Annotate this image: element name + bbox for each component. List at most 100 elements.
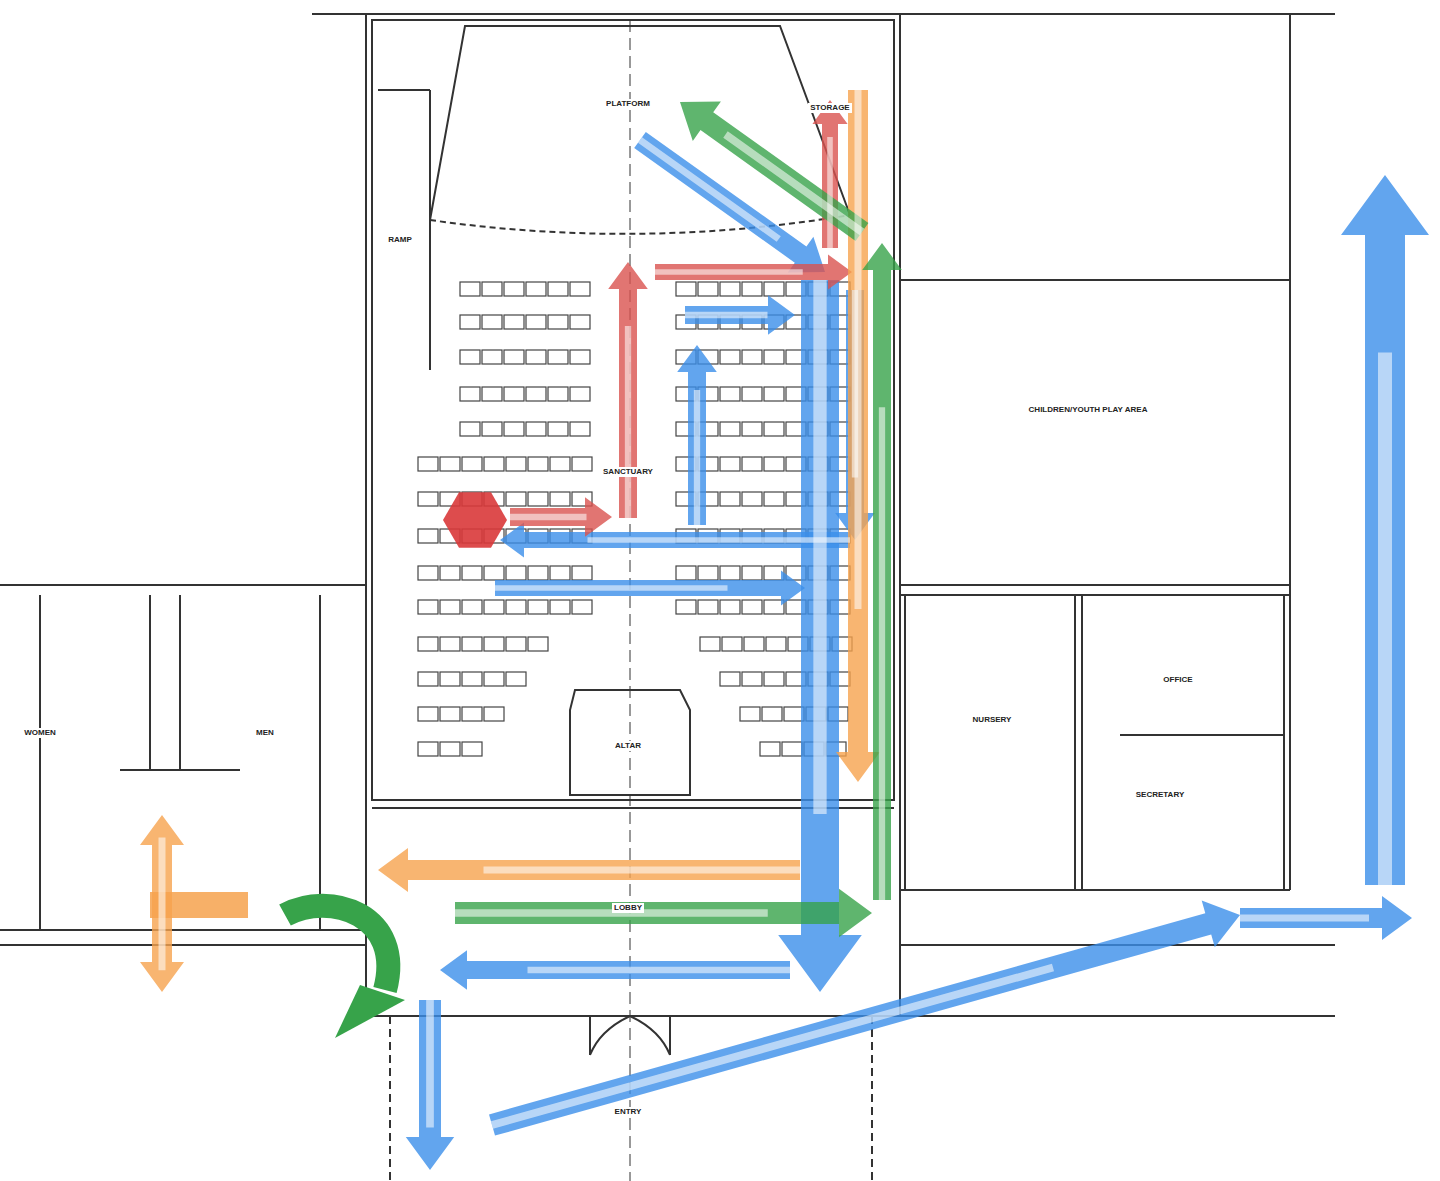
pew-seat bbox=[572, 600, 592, 614]
route-arrow bbox=[140, 815, 184, 905]
arrow-highlight bbox=[159, 838, 166, 906]
pew-seat bbox=[484, 600, 504, 614]
pew-seat bbox=[484, 457, 504, 471]
pew-seat bbox=[570, 282, 590, 296]
route-arrow bbox=[406, 1000, 454, 1170]
room-label: SANCTUARY bbox=[601, 467, 655, 478]
pew-seat bbox=[460, 315, 480, 329]
room-label: RAMP bbox=[386, 235, 414, 246]
pew-seat bbox=[506, 672, 526, 686]
pew-seat bbox=[528, 492, 548, 506]
pew-seat bbox=[484, 637, 504, 651]
pew-seat bbox=[482, 350, 502, 364]
route-arrow bbox=[140, 905, 184, 992]
route-arrows bbox=[140, 90, 1429, 1170]
pew-seat bbox=[548, 282, 568, 296]
room-label: STORAGE bbox=[808, 103, 851, 114]
pew-seat bbox=[484, 566, 504, 580]
pew-seat bbox=[418, 566, 438, 580]
pew-seat bbox=[764, 492, 784, 506]
pew-seat bbox=[570, 315, 590, 329]
pew-seat bbox=[440, 742, 460, 756]
pew-seat bbox=[506, 566, 526, 580]
route-arrow bbox=[489, 901, 1240, 1136]
pew-seat bbox=[676, 566, 696, 580]
pew-seat bbox=[526, 315, 546, 329]
route-arrow bbox=[862, 243, 902, 900]
route-arrow bbox=[285, 906, 388, 990]
pew-seat bbox=[526, 350, 546, 364]
pew-seat bbox=[764, 672, 784, 686]
pew-seat bbox=[572, 457, 592, 471]
room-label: ENTRY bbox=[613, 1107, 644, 1118]
arrow-highlight bbox=[159, 905, 166, 970]
arrow-highlight bbox=[1240, 915, 1369, 922]
arrow-highlight bbox=[492, 968, 1053, 1126]
pew-seat bbox=[548, 387, 568, 401]
arrow-highlight bbox=[495, 585, 728, 591]
pew-seat bbox=[462, 672, 482, 686]
arrow-highlight bbox=[879, 407, 885, 900]
pew-seat bbox=[504, 422, 524, 436]
pew-seat bbox=[418, 492, 438, 506]
pew-seat bbox=[484, 672, 504, 686]
pew-seat bbox=[766, 637, 786, 651]
route-arrow bbox=[440, 950, 790, 990]
pew-seat bbox=[528, 600, 548, 614]
pew-seat bbox=[720, 282, 740, 296]
pew-seat bbox=[740, 707, 760, 721]
pew-seat bbox=[764, 350, 784, 364]
walls bbox=[0, 14, 1335, 1181]
room-label: NURSERY bbox=[971, 715, 1014, 726]
route-arrow bbox=[634, 132, 825, 273]
pew-seat bbox=[418, 637, 438, 651]
pew-seat bbox=[572, 566, 592, 580]
pew-seat bbox=[698, 282, 718, 296]
pew-seat bbox=[700, 637, 720, 651]
pew-seat bbox=[570, 350, 590, 364]
arrow-head bbox=[335, 985, 405, 1038]
arrow-highlight bbox=[510, 514, 587, 520]
arrow-highlight bbox=[655, 269, 803, 275]
pew-seat bbox=[506, 600, 526, 614]
pew-seat bbox=[742, 282, 762, 296]
pew-seat bbox=[440, 600, 460, 614]
pew-seat bbox=[762, 707, 782, 721]
pew-seat bbox=[440, 457, 460, 471]
pew-seat bbox=[528, 637, 548, 651]
pew-seat bbox=[720, 600, 740, 614]
arrow-highlight bbox=[855, 90, 862, 609]
route-arrow bbox=[677, 345, 717, 525]
pew-seat bbox=[440, 672, 460, 686]
pew-seat bbox=[720, 350, 740, 364]
pew-seat bbox=[526, 282, 546, 296]
pew-seat bbox=[676, 282, 696, 296]
pew-seat bbox=[506, 457, 526, 471]
pew-seat bbox=[742, 566, 762, 580]
pew-seat bbox=[742, 350, 762, 364]
pew-seat bbox=[550, 457, 570, 471]
pew-seat bbox=[418, 457, 438, 471]
pew-seat bbox=[698, 566, 718, 580]
pew-seat bbox=[462, 457, 482, 471]
pew-seat bbox=[764, 457, 784, 471]
arrow-highlight bbox=[685, 312, 768, 318]
route-arrow bbox=[378, 848, 800, 892]
pew-seat bbox=[722, 637, 742, 651]
pew-seat bbox=[526, 387, 546, 401]
pew-seat bbox=[440, 707, 460, 721]
pew-seat bbox=[526, 422, 546, 436]
route-arrow bbox=[455, 889, 872, 937]
pew-seat bbox=[418, 742, 438, 756]
pew-seat bbox=[484, 707, 504, 721]
pew-seat bbox=[482, 387, 502, 401]
hazard-marker bbox=[443, 492, 507, 547]
pew-seat bbox=[482, 422, 502, 436]
pew-seat bbox=[764, 387, 784, 401]
arrow-highlight bbox=[528, 967, 791, 973]
route-arrow bbox=[510, 497, 612, 537]
pew-seat bbox=[548, 315, 568, 329]
room-label: PLATFORM bbox=[604, 99, 652, 110]
pew-seat bbox=[720, 457, 740, 471]
